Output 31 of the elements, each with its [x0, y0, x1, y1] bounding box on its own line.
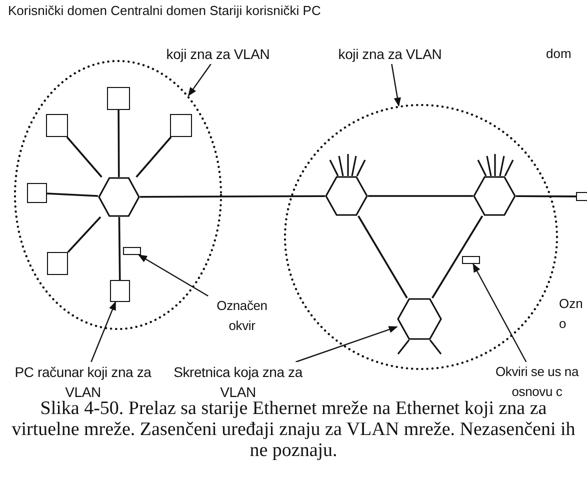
switch-symbol	[98, 177, 140, 217]
pc-symbol	[110, 280, 130, 302]
cable-line	[67, 216, 102, 253]
frame-symbol	[576, 192, 587, 201]
header-text: Korisnički domen Centralni domen Stariji korisnički PC	[8, 4, 322, 18]
cable-line	[46, 192, 98, 197]
leader-arrow	[90, 301, 116, 362]
cable-line	[118, 217, 121, 280]
leader-arrow	[188, 64, 212, 96]
switch-symbol	[397, 298, 442, 340]
pc-symbol	[107, 87, 130, 110]
frame-symbol	[462, 256, 480, 264]
leader-arrow	[472, 263, 527, 362]
cable-line	[358, 216, 408, 298]
cable-line	[140, 195, 325, 198]
pc-symbol	[170, 114, 192, 137]
cable-line	[118, 110, 120, 177]
leader-arrow	[138, 254, 208, 297]
cable-line	[516, 195, 576, 198]
leader-arrow	[391, 64, 401, 107]
leader-arrow	[295, 326, 398, 363]
cable-line	[368, 195, 473, 197]
cable-line	[136, 136, 172, 178]
cable-line	[432, 216, 484, 298]
cable-line	[66, 136, 102, 178]
switch-symbol	[325, 176, 368, 216]
frame-symbol	[123, 247, 141, 255]
pc-symbol	[27, 183, 47, 203]
pc-symbol	[47, 252, 68, 275]
switch-symbol	[473, 176, 516, 216]
pc-symbol	[46, 114, 68, 137]
